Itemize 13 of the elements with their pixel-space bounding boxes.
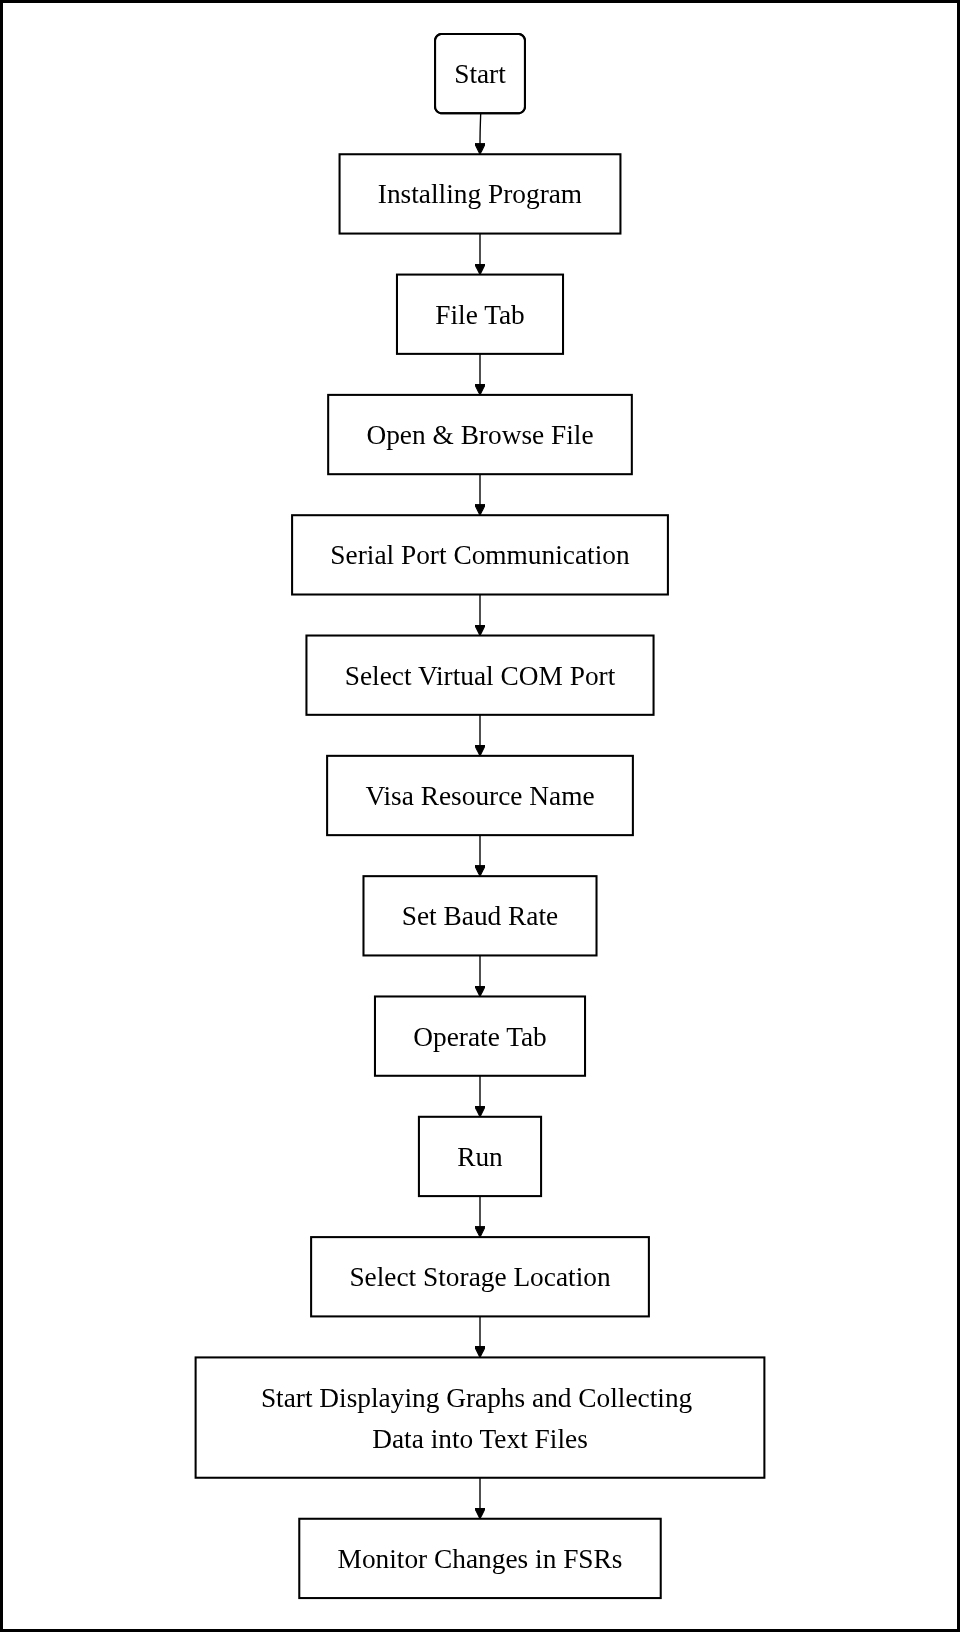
node-box: Select Virtual COM Port xyxy=(305,634,655,716)
node-box: Start Displaying Graphs and Collecting Data into Text Files xyxy=(194,1356,766,1479)
node-box: Visa Resource Name xyxy=(326,754,634,837)
node-box: Monitor Changes in FSRs xyxy=(298,1517,662,1600)
node-box: Installing Program xyxy=(338,153,622,235)
node-box: Serial Port Communication xyxy=(291,514,669,596)
node-box: Operate Tab xyxy=(373,995,587,1077)
node-box: Select Storage Location xyxy=(310,1236,650,1318)
node-box: Set Baud Rate xyxy=(362,875,598,957)
arrow xyxy=(474,113,486,155)
node-box: Run xyxy=(417,1115,543,1198)
node-box: Open & Browse File xyxy=(327,393,633,476)
node-box: File Tab xyxy=(395,273,565,355)
